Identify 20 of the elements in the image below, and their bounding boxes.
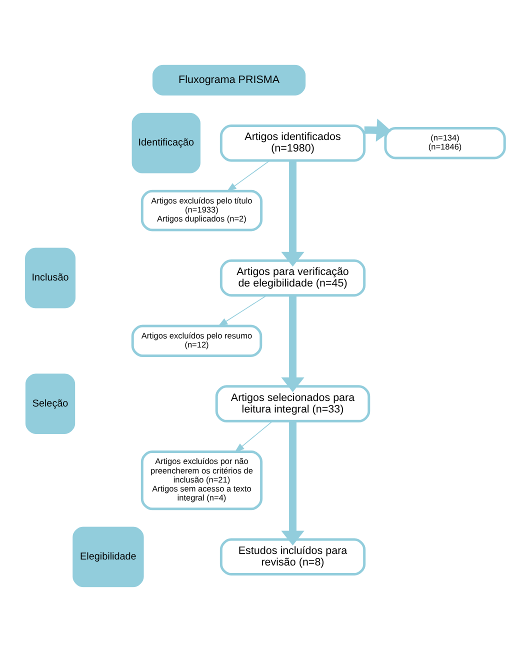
arrow [281,296,304,392]
node-box: Fluxograma PRISMA [152,64,306,96]
node-box: Artigos identificados (n=1980) [220,124,366,162]
node-box: Inclusão [25,248,76,308]
arrow [281,160,304,267]
node-box: Artigos para verificação de elegibilidade (n=45) [220,259,366,297]
arrow [234,420,273,453]
arrow [281,421,304,546]
node-box: Elegibilidade [72,526,144,588]
node-box: Artigos excluídos pelo título (n=1933) Artigos duplicados (n=2) [140,190,263,232]
node-box: Artigos excluídos pelo resumo (n=12) [131,324,262,358]
node-box: Seleção [25,374,76,434]
node-box: Estudos incluídos para revisão (n=8) [220,538,366,576]
node-box: (n=134) (n=1846) [384,126,506,160]
node-box: Artigos selecionados para leitura integral (n=33) [215,385,370,422]
node-box: Identificação [132,112,200,174]
arrow [226,160,270,192]
node-box: Artigos excluídos por não preencherem os critérios de inclusão (n=21) Artigos sem acesso a texto integral (n=4) [140,450,263,510]
arrow [218,294,268,327]
arrow [364,118,392,142]
